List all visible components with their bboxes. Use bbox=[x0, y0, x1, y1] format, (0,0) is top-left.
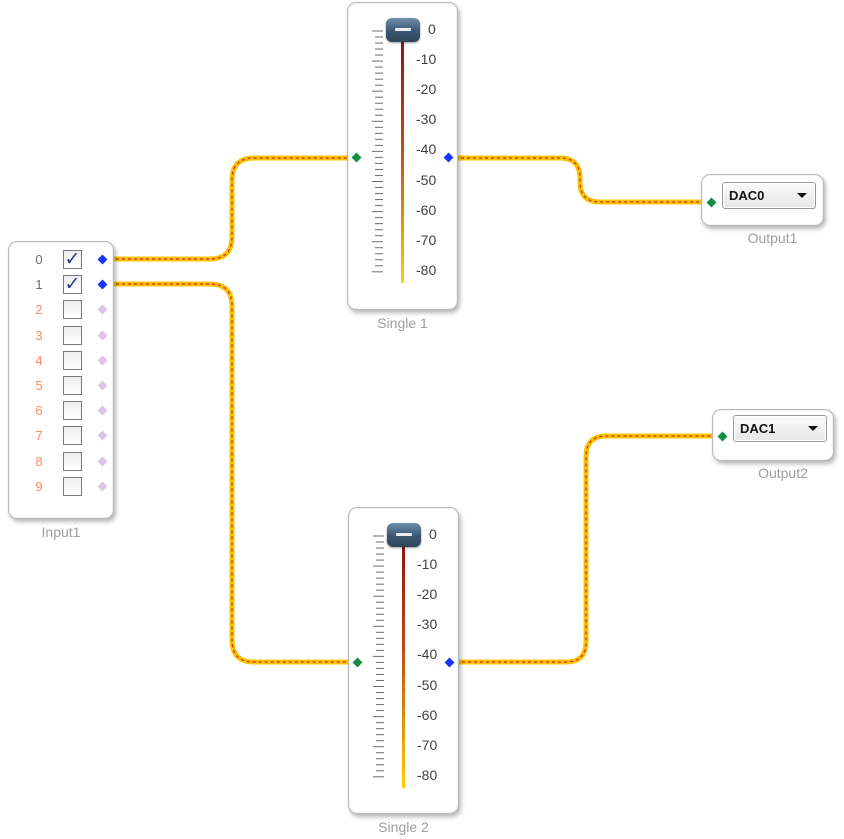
channel-checkbox[interactable] bbox=[63, 476, 82, 496]
channel-checkbox[interactable]: ✓ bbox=[63, 250, 82, 269]
fader-scale-label: -10 bbox=[416, 51, 437, 68]
wire-input1-to-single2-dash bbox=[104, 283, 357, 663]
fader-scale-label: -80 bbox=[416, 261, 437, 278]
fader-scale-label: -60 bbox=[416, 201, 437, 218]
output-block-label-1: Output1 bbox=[747, 230, 798, 246]
channel-number: 6 bbox=[35, 403, 43, 419]
fader-track[interactable] bbox=[402, 536, 405, 788]
fader-block-label-single-2: Single 2 bbox=[378, 819, 429, 835]
channel-checkbox[interactable] bbox=[63, 350, 82, 370]
fader-scale-label: -70 bbox=[416, 231, 437, 248]
fader-scale-label: -50 bbox=[417, 676, 438, 693]
channel-number: 1 bbox=[35, 277, 43, 293]
channel-checkbox[interactable] bbox=[63, 300, 82, 320]
input-channel-row: 5 bbox=[9, 374, 113, 399]
channel-output-port[interactable] bbox=[97, 279, 108, 290]
fader-block-single-2[interactable]: 0 -10 -20 -30 -40 -50 -60 -70 -80 bbox=[348, 507, 459, 814]
fader-scale-label: -50 bbox=[416, 171, 437, 188]
wire-input0-to-single1-dash bbox=[104, 157, 355, 260]
channel-checkbox[interactable] bbox=[63, 426, 82, 446]
channel-output-port[interactable] bbox=[97, 405, 108, 416]
fader-scale-label: 0 bbox=[429, 526, 437, 542]
fader-knob[interactable] bbox=[387, 523, 421, 547]
output-2-device-value: DAC1 bbox=[740, 421, 776, 436]
channel-checkbox[interactable] bbox=[63, 401, 82, 421]
fader-scale-label: -80 bbox=[417, 766, 438, 783]
fader-scale-label: 0 bbox=[428, 21, 436, 37]
wire-input0-to-single1 bbox=[101, 155, 358, 262]
output-2-device-select[interactable]: DAC1 bbox=[733, 415, 827, 442]
fader-scale-label: -20 bbox=[417, 586, 438, 603]
fader-input-port[interactable] bbox=[351, 152, 362, 163]
channel-output-port[interactable] bbox=[97, 380, 108, 391]
channel-output-port[interactable] bbox=[97, 330, 108, 341]
fader-scale-label: -10 bbox=[417, 556, 438, 573]
fader-input-port[interactable] bbox=[352, 657, 363, 668]
fader-block-single-1[interactable]: 0 -10 -20 -30 -40 -50 -60 -70 -80 bbox=[347, 2, 458, 310]
input-block-label: Input1 bbox=[41, 524, 81, 540]
fader-block-label-single-1: Single 1 bbox=[377, 315, 428, 331]
channel-output-port[interactable] bbox=[97, 254, 108, 265]
wire-single2-to-output2-dash bbox=[450, 435, 720, 663]
fader-output-port[interactable] bbox=[443, 152, 454, 163]
channel-output-port[interactable] bbox=[97, 355, 108, 366]
fader-scale-label: -30 bbox=[417, 616, 438, 633]
fader-scale-label: -30 bbox=[416, 111, 437, 128]
wire-single1-to-output1-dash bbox=[449, 157, 709, 203]
channel-number: 4 bbox=[35, 352, 43, 368]
channel-output-port[interactable] bbox=[97, 304, 108, 315]
channel-checkbox[interactable] bbox=[63, 325, 82, 345]
input-channel-row: 7 bbox=[9, 424, 113, 449]
channel-number: 2 bbox=[35, 302, 43, 318]
output-1-device-value: DAC0 bbox=[729, 188, 765, 203]
fader-scale-label: -20 bbox=[416, 81, 437, 98]
checkmark-icon: ✓ bbox=[64, 250, 81, 269]
chevron-down-icon bbox=[808, 426, 818, 431]
fader-track[interactable] bbox=[401, 31, 404, 283]
fader-scale-label: -70 bbox=[417, 736, 438, 753]
checkmark-icon: ✓ bbox=[64, 275, 81, 295]
fader-output-port[interactable] bbox=[444, 657, 455, 668]
wire-single2-to-output2 bbox=[447, 433, 723, 665]
channel-output-port[interactable] bbox=[97, 481, 108, 492]
input-channel-row: 2 bbox=[9, 298, 113, 323]
channel-number: 5 bbox=[35, 378, 43, 393]
fader-knob[interactable] bbox=[386, 18, 420, 42]
channel-checkbox[interactable] bbox=[63, 376, 82, 395]
channel-output-port[interactable] bbox=[97, 430, 108, 441]
wire-input1-to-single2 bbox=[101, 281, 360, 665]
wire-single1-to-output1 bbox=[446, 155, 712, 205]
channel-checkbox[interactable] bbox=[63, 451, 82, 471]
fader-ticks bbox=[373, 535, 384, 778]
input-channel-row: 9 bbox=[9, 475, 113, 500]
fader-scale-label: -40 bbox=[417, 646, 438, 663]
output-block-label-2: Output2 bbox=[758, 465, 808, 481]
output-block-output-1[interactable]: DAC0 bbox=[701, 174, 824, 226]
input-channel-row: 3 bbox=[9, 324, 113, 349]
fader-scale-label: -60 bbox=[417, 706, 438, 723]
output-2-input-port[interactable] bbox=[717, 431, 728, 442]
input-channel-row: 8 bbox=[9, 450, 113, 475]
input-channel-row: 6 bbox=[9, 399, 113, 424]
channel-number: 0 bbox=[35, 252, 43, 267]
channel-number: 9 bbox=[35, 478, 43, 494]
input-channel-row: 1✓ bbox=[9, 273, 113, 298]
output-block-output-2[interactable]: DAC1 bbox=[712, 409, 834, 461]
channel-number: 3 bbox=[35, 327, 43, 343]
chevron-down-icon bbox=[797, 193, 807, 198]
input-channel-row: 4 bbox=[9, 349, 113, 374]
channel-output-port[interactable] bbox=[97, 456, 108, 467]
fader-scale-label: -40 bbox=[416, 141, 437, 158]
channel-number: 8 bbox=[35, 453, 43, 469]
output-1-input-port[interactable] bbox=[706, 197, 717, 208]
channel-number: 7 bbox=[35, 428, 43, 444]
output-1-device-select[interactable]: DAC0 bbox=[722, 182, 816, 209]
channel-checkbox[interactable]: ✓ bbox=[63, 275, 82, 295]
fader-ticks bbox=[372, 30, 383, 273]
input-channel-row: 0✓ bbox=[9, 248, 113, 273]
